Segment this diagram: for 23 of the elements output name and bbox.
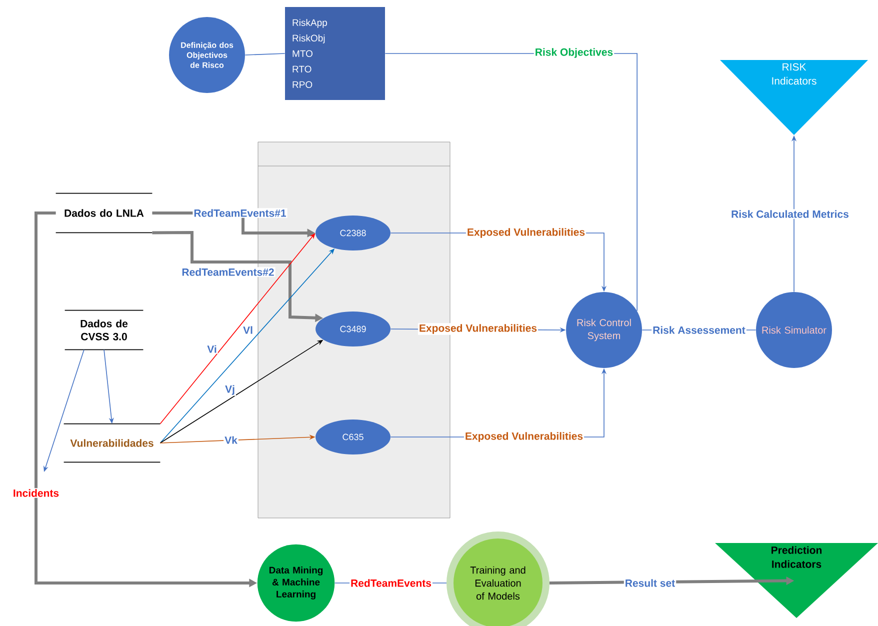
edge-label: Vk [224,435,238,445]
edge-label: Risk Assessement [652,325,746,335]
edge-label: Risk Calculated Metrics [730,209,850,219]
arrow [160,233,316,424]
edge-label: RedTeamEvents#1 [192,208,288,218]
edge-label: RedTeamEvents#2 [180,267,276,277]
edge-label: RedTeamEvents [350,578,432,588]
edge-label: Exposed Vulnerabilities [464,431,584,443]
output-triangle: RISK Indicators [720,60,868,135]
edge-label: Risk Objectives [534,47,614,59]
connector-line [244,53,286,56]
edge-label: Vi [206,344,218,354]
edge-label: Result set [624,578,676,588]
data-store: Vulnerabilidades [63,423,161,463]
edge-label: Incidents [12,488,60,498]
edge-label: Exposed Vulnerabilities [466,227,586,239]
edge-label: Vj [224,384,236,396]
data-store: Dados de CVSS 3.0 [64,310,144,350]
edge-label: Exposed Vulnerabilities [418,323,538,335]
data-store: Dados do LNLA [55,192,153,234]
edge-label: Vl [242,325,254,335]
list-box: RiskApp RiskObj MTO RTO RPO [285,7,385,100]
output-triangle: Prediction Indicators [715,543,878,618]
